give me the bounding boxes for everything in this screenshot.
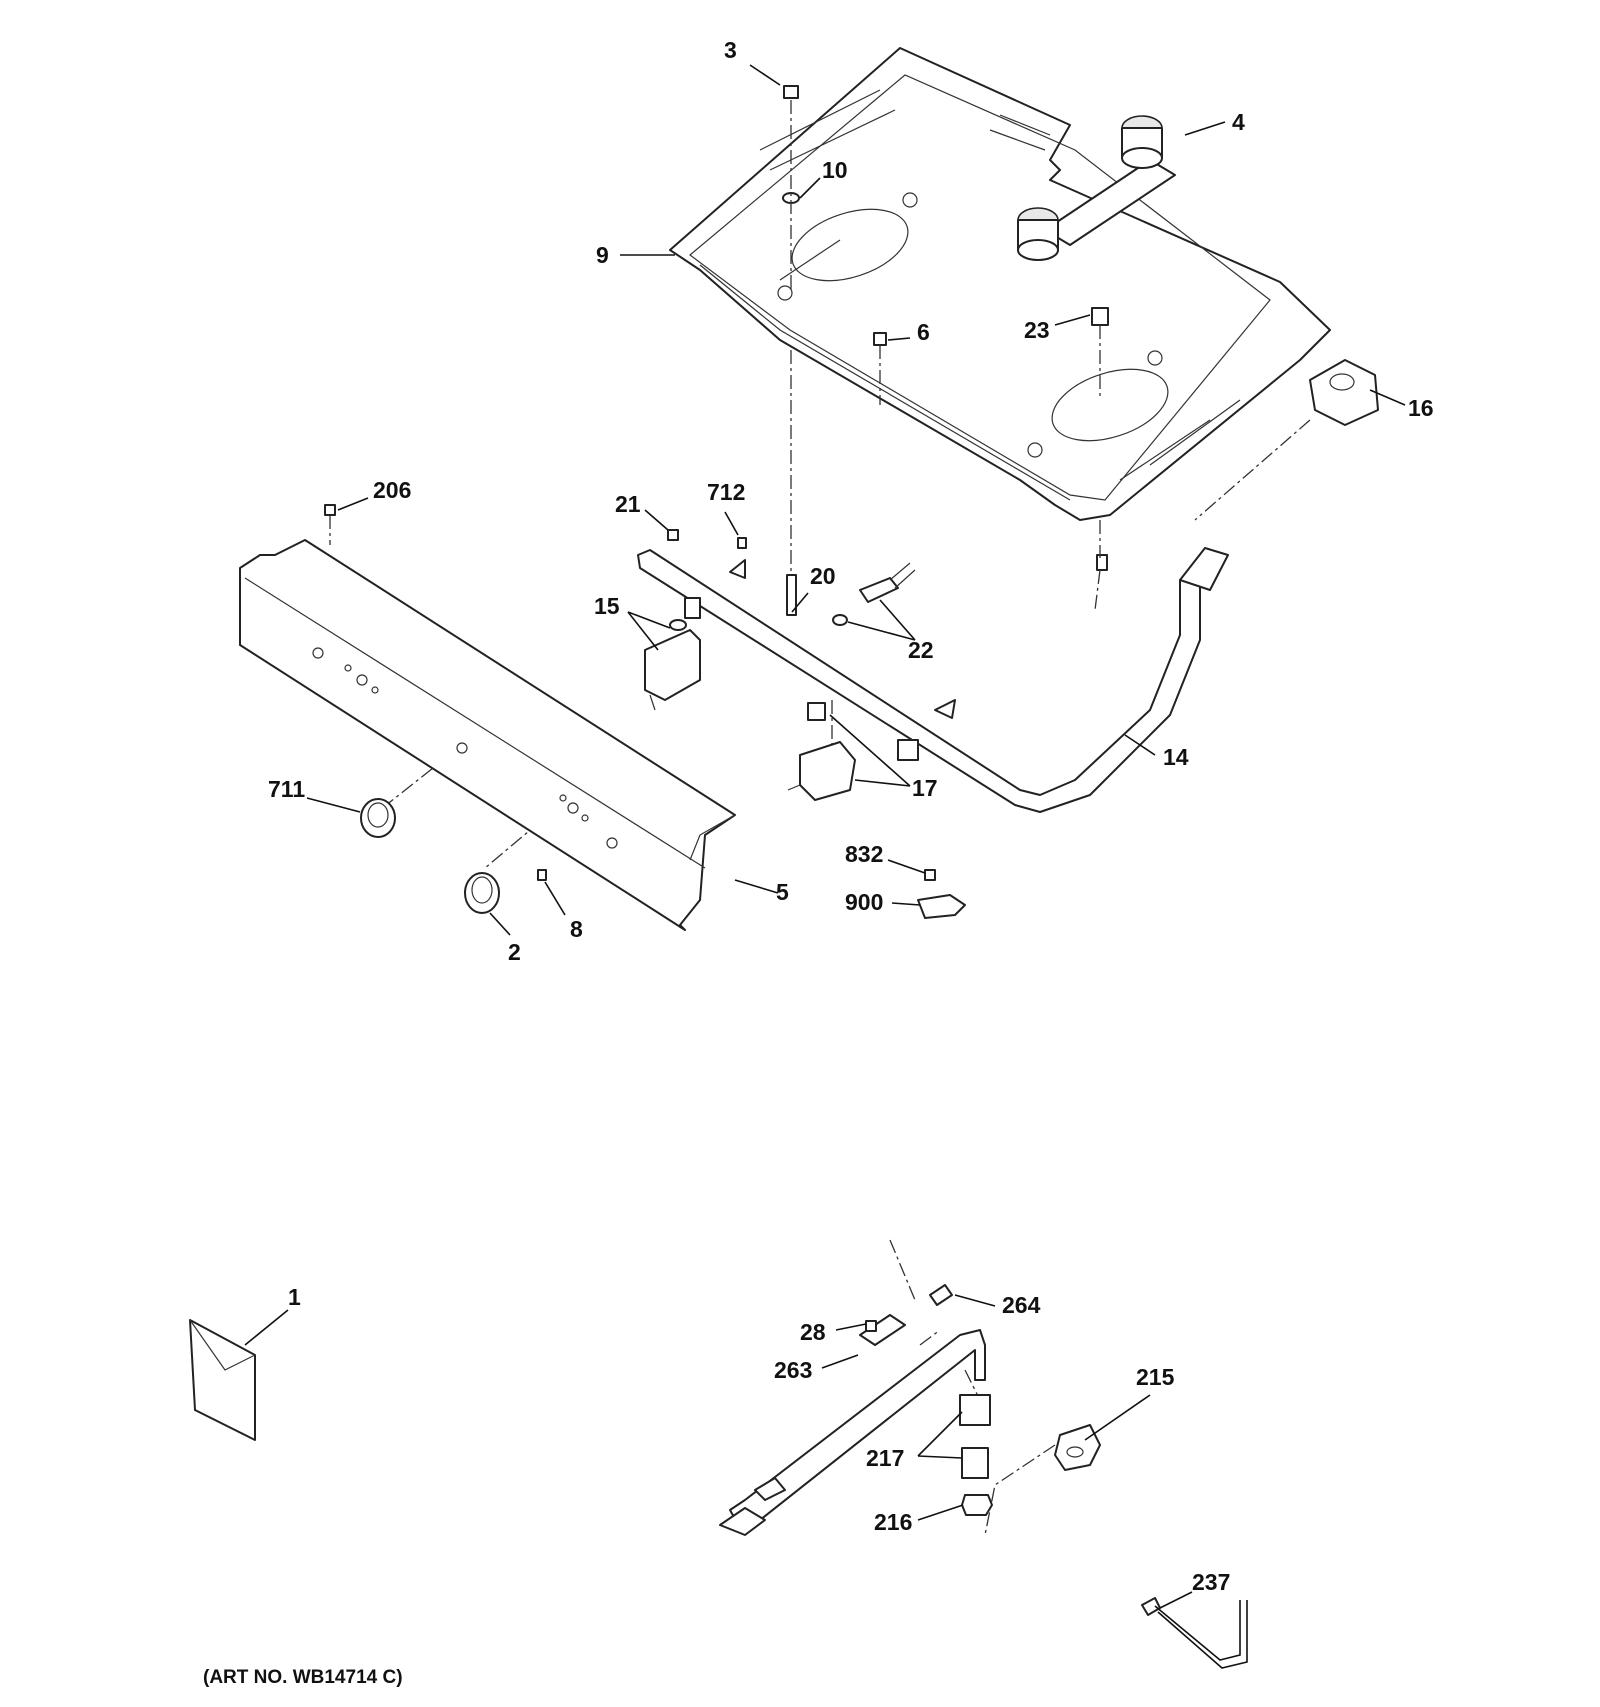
callout-21: 21 (615, 491, 641, 517)
callout-28: 28 (800, 1319, 826, 1345)
callout-14: 14 (1163, 744, 1189, 770)
callout-711: 711 (268, 776, 305, 802)
oven-burner-assembly (719, 1284, 1101, 1536)
callout-900: 900 (845, 889, 883, 915)
callout-237: 237 (1192, 1569, 1230, 1595)
callout-8: 8 (570, 916, 583, 942)
callout-22: 22 (908, 637, 934, 663)
callout-215: 215 (1136, 1364, 1175, 1390)
callout-17: 17 (912, 775, 938, 801)
callout-216: 216 (874, 1509, 912, 1535)
literature-envelope (189, 1319, 256, 1441)
callout-10: 10 (822, 157, 848, 183)
control-panel (239, 539, 736, 931)
callout-2: 2 (508, 939, 521, 965)
knob-2 (464, 872, 500, 914)
leader-lines (244, 64, 1406, 1609)
callout-16: 16 (1408, 395, 1434, 421)
callout-6: 6 (917, 319, 930, 345)
callout-4: 4 (1232, 109, 1245, 135)
surface-burner-pair (1017, 115, 1176, 261)
art-number: (ART NO. WB14714 C) (203, 1667, 403, 1688)
callout-labels: 3 4 10 9 6 23 16 206 21 712 20 15 22 14 … (268, 37, 1434, 1595)
callout-263: 263 (774, 1357, 812, 1383)
knob-711 (360, 798, 396, 838)
burner-box-pan (669, 47, 1331, 521)
hardware-top (782, 85, 1379, 571)
callout-217: 217 (866, 1445, 904, 1471)
callout-15: 15 (594, 593, 620, 619)
bracket-900 (917, 869, 966, 919)
callout-9: 9 (596, 242, 609, 268)
callout-1: 1 (288, 1284, 301, 1310)
callout-712: 712 (707, 479, 745, 505)
screw-8 (537, 869, 547, 881)
tube-237 (1141, 1597, 1248, 1669)
screw-206 (324, 504, 336, 516)
valve-17 (787, 702, 856, 801)
callout-3: 3 (724, 37, 737, 63)
callout-23: 23 (1024, 317, 1050, 343)
callout-832: 832 (845, 841, 883, 867)
manifold (637, 529, 1229, 813)
callout-206: 206 (373, 477, 411, 503)
callout-5: 5 (776, 879, 789, 905)
callout-264: 264 (1002, 1292, 1041, 1318)
callout-20: 20 (810, 563, 836, 589)
